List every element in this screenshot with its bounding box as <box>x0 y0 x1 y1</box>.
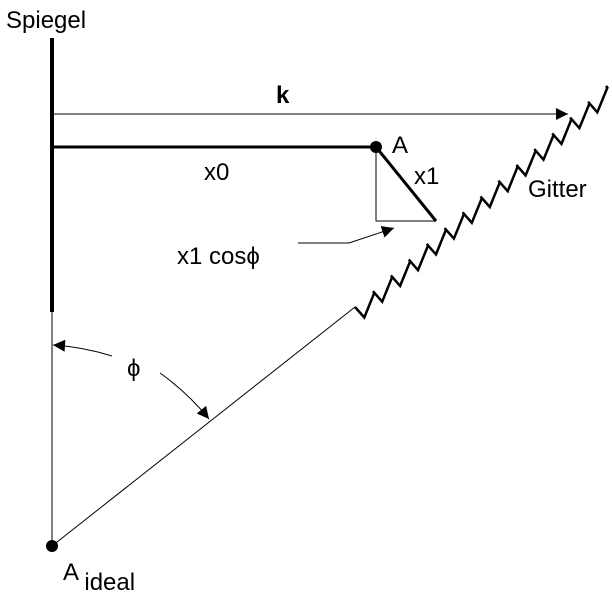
angle-arc-upper <box>52 339 113 357</box>
x1-label: x1 <box>414 163 439 190</box>
angle-arc-lower <box>159 372 210 420</box>
mirror-label: Spiegel <box>6 7 86 34</box>
wave-vector-label: k <box>276 82 290 109</box>
grating-baseline <box>51 306 356 547</box>
grating-label: Gitter <box>528 176 587 203</box>
point-a-ideal-label: A ideal <box>63 559 135 594</box>
point-a-dot <box>370 141 382 153</box>
point-a-ideal-base: A <box>63 559 79 586</box>
angle-label: ϕ <box>127 355 140 382</box>
x1-segment <box>374 146 438 222</box>
point-a-label: A <box>392 132 408 159</box>
projection-label: x1 cosϕ <box>177 243 260 270</box>
projection-leader-arrow <box>298 226 395 244</box>
point-a-ideal-subscript: ideal <box>84 569 135 594</box>
x0-label: x0 <box>204 159 229 186</box>
grating-sawtooth <box>354 85 609 320</box>
projection-triangle <box>375 147 436 222</box>
